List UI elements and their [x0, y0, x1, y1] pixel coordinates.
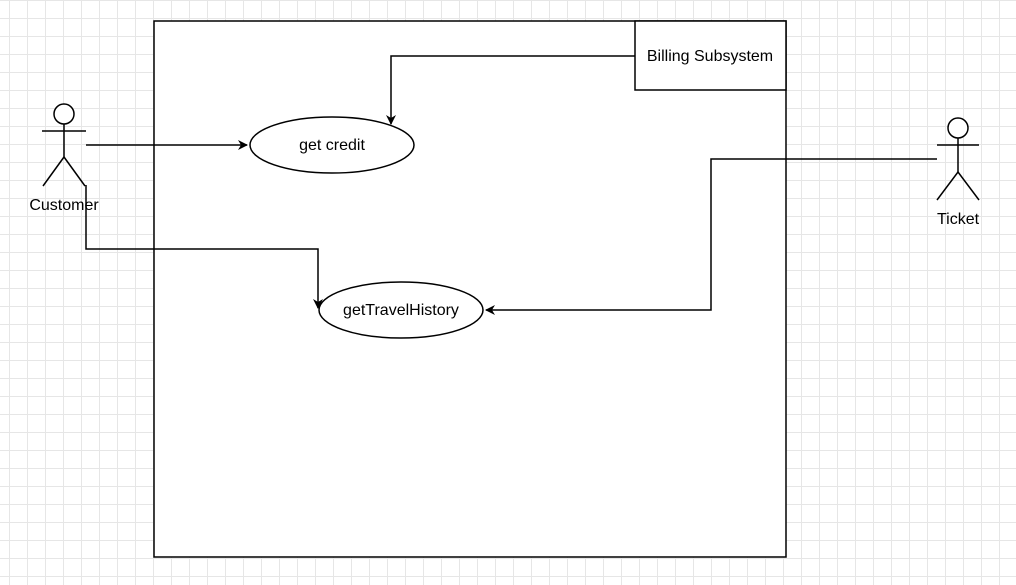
use-case-ellipse	[249, 116, 415, 174]
actor-customer[interactable]: Customer	[29, 103, 99, 214]
use-case-ellipse	[318, 281, 484, 339]
connector-customer-get-travel-history[interactable]	[85, 185, 323, 309]
use-case-get-travel-history[interactable]: getTravelHistory	[318, 281, 484, 339]
system-boundary[interactable]	[153, 20, 787, 558]
use-case-label: getTravelHistory	[343, 302, 459, 319]
stick-figure-icon	[936, 117, 980, 201]
billing-subsystem-box[interactable]: Billing Subsystem	[634, 20, 787, 91]
billing-subsystem-frame	[634, 20, 787, 91]
use-case-label: get credit	[299, 137, 365, 154]
connector-billing-get-credit[interactable]	[386, 55, 635, 125]
actor-label: Ticket	[937, 211, 980, 228]
actor-label: Customer	[29, 197, 99, 214]
connector-ticket-get-travel-history[interactable]	[485, 158, 937, 315]
stick-figure-icon	[42, 103, 86, 187]
use-case-get-credit[interactable]: get credit	[249, 116, 415, 174]
actor-ticket[interactable]: Ticket	[936, 117, 980, 228]
billing-subsystem-label: Billing Subsystem	[647, 48, 773, 65]
